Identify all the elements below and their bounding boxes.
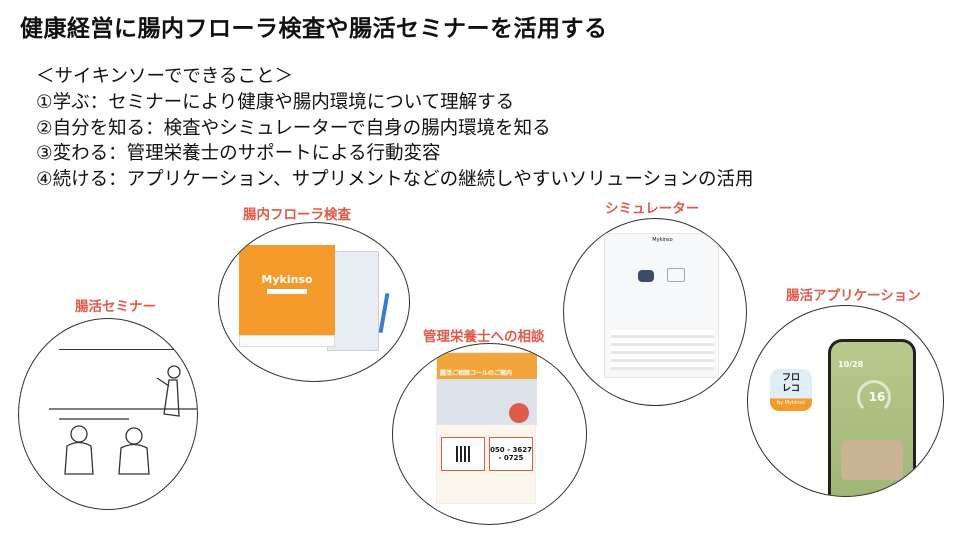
qr-code-icon: [456, 446, 472, 462]
app-score: 16: [868, 390, 886, 404]
simulator-brand: Mykinso: [652, 237, 673, 243]
chat-bubble-icon: [667, 268, 685, 282]
simulator-screen: Mykinso: [604, 233, 719, 378]
kit-brand: Mykinso: [261, 273, 313, 286]
phone-screen: 10/28 16: [831, 342, 913, 496]
qr-box: [441, 437, 485, 471]
kit-box-bottom: [239, 335, 335, 347]
simulator-circle: Mykinso: [563, 218, 747, 406]
flora-test-circle: Mykinso: [218, 222, 410, 382]
list-item: ④続ける：アプリケーション、サプリメントなどの継続しやすいソリューションの活用: [36, 169, 754, 191]
kit-box: Mykinso: [239, 245, 335, 335]
form-fields: [611, 330, 714, 370]
score-gauge: [857, 380, 891, 414]
phone-mockup: 10/28 16: [828, 339, 916, 496]
seminar-illustration: [49, 365, 197, 475]
phone-number: 050 - 3627 - 0725: [489, 437, 533, 471]
app-date: 10/28: [838, 360, 864, 369]
flyer-heading: 腸活ご相談コールのご案内: [437, 353, 537, 379]
app-circle: フロ レコ by Mykinso 10/28 16: [747, 305, 944, 497]
feature-list: ＜サイキンソーでできること＞ ①学ぶ：セミナーにより健康や腸内環境について理解す…: [36, 64, 754, 193]
whiteboard-line: [59, 349, 197, 350]
kit-band: [267, 289, 307, 294]
list-item: ①学ぶ：セミナーにより健康や腸内環境について理解する: [36, 91, 515, 113]
swab-icon: [378, 292, 390, 334]
seminar-label: 腸活セミナー: [75, 299, 156, 315]
list-heading: ＜サイキンソーでできること＞: [36, 66, 293, 87]
consult-label: 管理栄養士への相談: [423, 329, 545, 345]
app-icon-brand: by Mykinso: [776, 400, 806, 406]
flyer-badge: [509, 403, 529, 423]
flora-test-label: 腸内フローラ検査: [243, 207, 351, 223]
app-label: 腸活アプリケーション: [786, 288, 921, 304]
seminar-circle: [18, 318, 198, 510]
simulator-label: シミュレーター: [605, 201, 700, 217]
list-item: ③変わる：管理栄養士のサポートによる行動変容: [36, 143, 441, 165]
list-item: ②自分を知る：検査やシミュレーターで自身の腸内環境を知る: [36, 117, 551, 139]
slide-title: 健康経営に腸内フローラ検査や腸活セミナーを活用する: [20, 16, 608, 42]
consult-flyer: 腸活ご相談コールのご案内 050 - 3627 - 0725: [436, 352, 537, 504]
robot-icon: [638, 270, 654, 282]
app-icon-text: フロ レコ: [781, 373, 800, 394]
consult-circle: 腸活ご相談コールのご案内 050 - 3627 - 0725: [392, 343, 587, 525]
food-photo: [841, 440, 903, 480]
app-icon: フロ レコ by Mykinso: [770, 369, 812, 411]
